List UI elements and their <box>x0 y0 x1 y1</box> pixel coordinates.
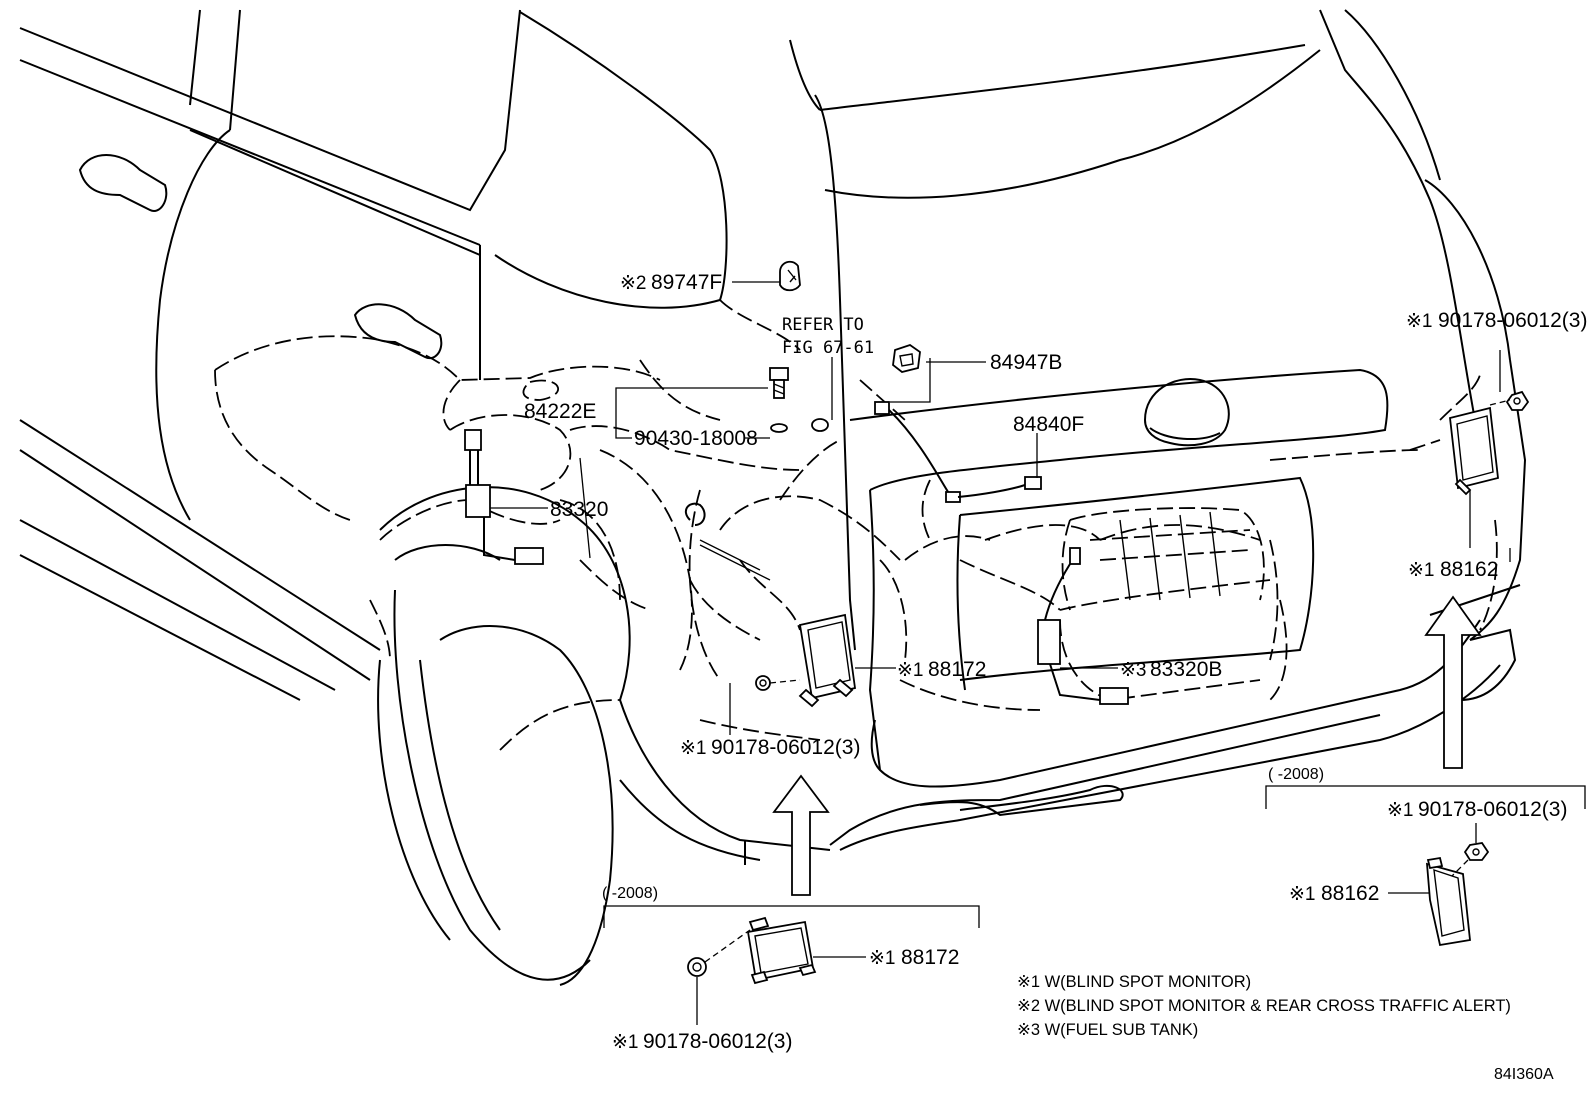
nut-right-top <box>1505 390 1530 411</box>
callout-89747f-mark: ※2 <box>620 273 647 294</box>
callout-refer-line1: REFER TO <box>782 315 864 335</box>
sender-gauge-83320 <box>464 429 544 565</box>
callout-nut-right-top-mark: ※1 <box>1406 311 1433 332</box>
callout-refer-line2: FIG 67-61 <box>782 338 874 358</box>
monitor-sensor-88162 <box>1449 406 1499 496</box>
inset-left: ( -2008) <box>602 885 980 1025</box>
callout-88172-mark: ※1 <box>897 660 924 681</box>
callout-83320: 83320 <box>550 498 608 521</box>
drawing-code: 84I360A <box>1494 1066 1554 1083</box>
nut-left <box>755 675 771 691</box>
clip-84947b <box>892 344 921 373</box>
callout-84222e: 84222E <box>524 400 596 423</box>
inset-right-nut <box>1463 842 1490 861</box>
inset-right-88162: 88162 <box>1321 882 1379 905</box>
inset-left-nut-mark: ※1 <box>612 1032 639 1053</box>
monitor-sensor-88172 <box>798 613 857 708</box>
callout-84947b: 84947B <box>990 351 1062 374</box>
inset-right-88162-mark: ※1 <box>1289 884 1316 905</box>
vehicle-outline <box>19 9 1527 986</box>
inset-right-nut: 90178-06012(3) <box>1418 798 1567 821</box>
callout-nut-left-mark: ※1 <box>680 738 707 759</box>
inset-left-sensor-88172 <box>746 916 817 985</box>
callout-88172: 88172 <box>928 658 986 681</box>
callout-88162: 88162 <box>1440 558 1498 581</box>
callout-labels: ※2 89747F REFER TO FIG 67-61 84947B 8422… <box>524 271 1587 1053</box>
gasket-90430-18008 <box>770 423 788 433</box>
grommet <box>811 418 829 432</box>
note-3: ※3 W(FUEL SUB TANK) <box>1017 1021 1198 1039</box>
callout-nut-right-top: 90178-06012(3) <box>1438 309 1587 332</box>
note-1: ※1 W(BLIND SPOT MONITOR) <box>1017 973 1251 991</box>
inset-right-nut-mark: ※1 <box>1387 800 1414 821</box>
parts <box>464 260 1530 708</box>
callout-88162-mark: ※1 <box>1408 560 1435 581</box>
inset-left-88172: 88172 <box>901 946 959 969</box>
arrow-up-left <box>772 774 830 896</box>
callout-83320b: 83320B <box>1150 658 1222 681</box>
inset-left-88172-mark: ※1 <box>869 948 896 969</box>
leader-lines <box>490 281 1511 735</box>
direction-arrows <box>772 595 1482 896</box>
callout-84840f: 84840F <box>1013 413 1084 436</box>
harness-84840f <box>874 401 1042 503</box>
sender-gauge-83320b <box>1037 547 1129 705</box>
notes-legend: ※1 W(BLIND SPOT MONITOR) ※2 W(BLIND SPOT… <box>1017 973 1511 1039</box>
callout-83320b-mark: ※3 <box>1120 660 1147 681</box>
sensor-89747f <box>779 260 801 292</box>
note-2: ※2 W(BLIND SPOT MONITOR & REAR CROSS TRA… <box>1017 997 1511 1015</box>
inset-left-nut: 90178-06012(3) <box>643 1030 792 1053</box>
callout-89747f: 89747F <box>651 271 722 294</box>
inset-left-period: ( -2008) <box>602 885 658 902</box>
callout-nut-left: 90178-06012(3) <box>711 736 860 759</box>
callout-90430-18008: 90430-18008 <box>634 427 758 450</box>
inset-left-nut <box>687 957 707 977</box>
inset-right: ( -2008) <box>1265 766 1586 947</box>
inset-right-period: ( -2008) <box>1268 766 1324 783</box>
arrow-up-right <box>1424 595 1482 769</box>
bolt-84222e <box>769 367 789 399</box>
inset-right-sensor-88162 <box>1425 856 1471 947</box>
